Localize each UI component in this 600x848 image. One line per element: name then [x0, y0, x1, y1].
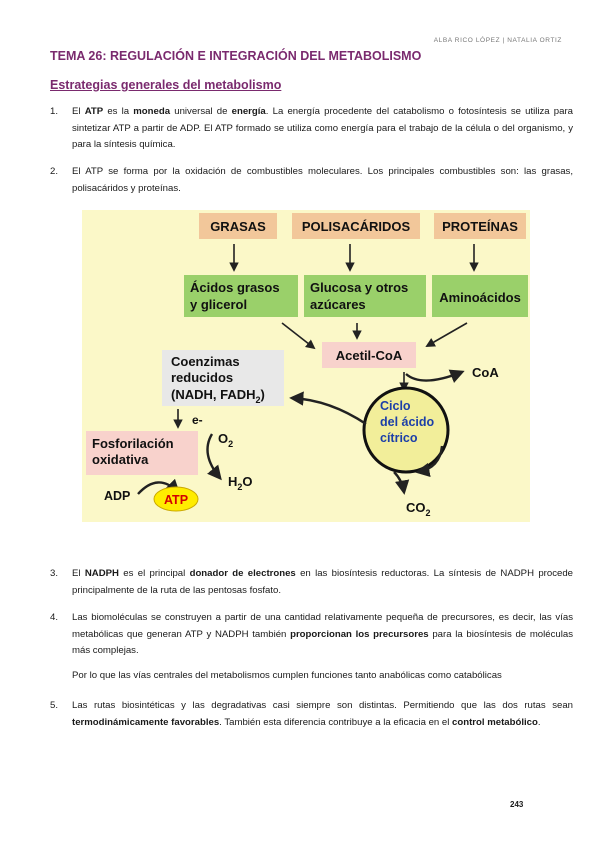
- coenzymes-line2: reducidos: [171, 370, 233, 385]
- citric-acid-cycle: [362, 386, 450, 474]
- page-title: TEMA 26: REGULACIÓN E INTEGRACIÓN DEL ME…: [50, 49, 422, 63]
- cycle-rotation-arrow: [415, 445, 444, 478]
- product-box-glucosa: [304, 275, 426, 317]
- text-run: universal de: [170, 106, 232, 117]
- fuel-box-proteinas: [434, 213, 526, 239]
- section-title: Estrategias generales del metabolismo: [50, 78, 282, 92]
- list-item-number: 5.: [50, 700, 59, 711]
- paragraph-4b: Por lo que las vías centrales del metabo…: [72, 670, 502, 681]
- list-item-5: 5. Las rutas biosintéticas y las degrada…: [50, 698, 573, 731]
- h2o-label: H2O: [228, 474, 253, 492]
- list-item-4: 4. Las biomoléculas se construyen a part…: [50, 610, 573, 660]
- text-run: para la biosíntesis de moléculas más com…: [72, 628, 574, 657]
- arrow-aminoacidos-to-acetil: [425, 322, 468, 347]
- text-run: El: [72, 106, 85, 117]
- acetyl-coa-label: Acetil-CoA: [336, 348, 403, 363]
- product-label-aminoacidos: Aminoácidos: [439, 290, 521, 305]
- arrow-o2-to-h2o: [206, 433, 222, 481]
- text-run: .: [537, 716, 541, 728]
- list-item-text: El ATP es la moneda universal de energía…: [72, 104, 573, 154]
- text-run: El ATP se forma por la oxidación de comb…: [72, 166, 573, 194]
- coenzymes-line1: Coenzimas: [171, 354, 240, 369]
- fuel-box-grasas: [199, 213, 277, 239]
- bold-term: donador de electrones: [189, 568, 296, 579]
- bold-term: proporcionan los precursores: [290, 628, 429, 640]
- product-box-aminoacidos: [432, 275, 528, 317]
- acetyl-coa-box: [322, 342, 416, 368]
- arrow-cycle-to-co2: [393, 471, 410, 495]
- metabolism-diagram: GRASAS POLISACÁRIDOS PROTEÍNAS Ácidos gr…: [82, 210, 530, 522]
- product-label-acidos-line2: y glicerol: [190, 297, 247, 312]
- adp-label: ADP: [104, 489, 130, 503]
- product-label-glucosa-line1: Glucosa y otros: [310, 280, 408, 295]
- bold-term: control metabólico: [452, 716, 538, 728]
- list-item-text: Las rutas biosintéticas y las degradativ…: [72, 698, 573, 731]
- fuel-label-proteinas: PROTEÍNAS: [442, 219, 518, 234]
- list-item-text: El ATP se forma por la oxidación de comb…: [72, 164, 573, 197]
- bold-term: termodinámicamente favorables: [72, 716, 220, 728]
- list-item-2: 2. El ATP se forma por la oxidación de c…: [50, 164, 573, 197]
- arrow-cycle-to-coenzymes: [289, 391, 367, 425]
- bold-term: NADPH: [84, 568, 119, 579]
- o2-label: O2: [218, 431, 233, 449]
- coa-label: CoA: [472, 365, 499, 380]
- text-run: en las biosíntesis reductoras. La síntes…: [72, 568, 573, 596]
- oxphos-line1: Fosforilación: [92, 436, 174, 451]
- co2-label: CO2: [406, 500, 431, 518]
- cycle-label-line1: Ciclo: [380, 399, 411, 413]
- text-run: Las biomoléculas se construyen a partir …: [72, 612, 573, 640]
- text-run: . La energía procedente del catabolismo …: [72, 106, 573, 150]
- list-item-text: El NADPH es el principal donador de elec…: [72, 566, 573, 599]
- list-item-text: Las biomoléculas se construyen a partir …: [72, 610, 573, 660]
- electron-label: e-: [192, 413, 203, 427]
- list-item-number: 4.: [50, 612, 59, 623]
- text-run: es la: [103, 106, 134, 117]
- atp-ellipse: [153, 486, 199, 512]
- text-run: es el principal: [118, 568, 190, 579]
- list-item-number: 1.: [50, 106, 59, 117]
- fuel-label-grasas: GRASAS: [210, 219, 266, 234]
- atp-label: ATP: [164, 493, 188, 507]
- product-label-glucosa-line2: azúcares: [310, 297, 366, 312]
- bold-term: energía: [231, 106, 266, 117]
- list-item-number: 2.: [50, 166, 59, 177]
- oxphos-line2: oxidativa: [92, 452, 149, 467]
- coenzymes-box: [162, 350, 284, 406]
- list-item-1: 1. El ATP es la moneda universal de ener…: [50, 104, 573, 154]
- list-item-number: 3.: [50, 568, 59, 579]
- bold-term: ATP: [84, 106, 104, 117]
- arrow-acidos-to-acetil: [281, 322, 316, 350]
- page-number: 243: [510, 800, 524, 809]
- cycle-label-line3: cítrico: [380, 431, 418, 445]
- text-run: El: [72, 568, 85, 579]
- oxphos-box: [86, 431, 198, 475]
- fuel-box-polisacaridos: [292, 213, 420, 239]
- fuel-label-polisacaridos: POLISACÁRIDOS: [302, 219, 411, 234]
- bold-term: moneda: [133, 106, 171, 117]
- text-run: . También esta diferencia contribuye a l…: [219, 716, 453, 728]
- header-author: ALBA RICO LÓPEZ | NATALIA ORTIZ: [433, 37, 562, 44]
- diagram-background: [82, 210, 530, 522]
- cycle-label-line2: del ácido: [380, 415, 435, 429]
- list-item-3: 3. El NADPH es el principal donador de e…: [50, 566, 573, 599]
- text-run: Las rutas biosintéticas y las degradativ…: [72, 700, 573, 711]
- product-label-acidos-line1: Ácidos grasos: [190, 280, 280, 295]
- product-box-acidos-grasos: [184, 275, 298, 317]
- coenzymes-line3: (NADH, FADH2): [171, 387, 265, 405]
- arrow-coa-release: [405, 369, 465, 383]
